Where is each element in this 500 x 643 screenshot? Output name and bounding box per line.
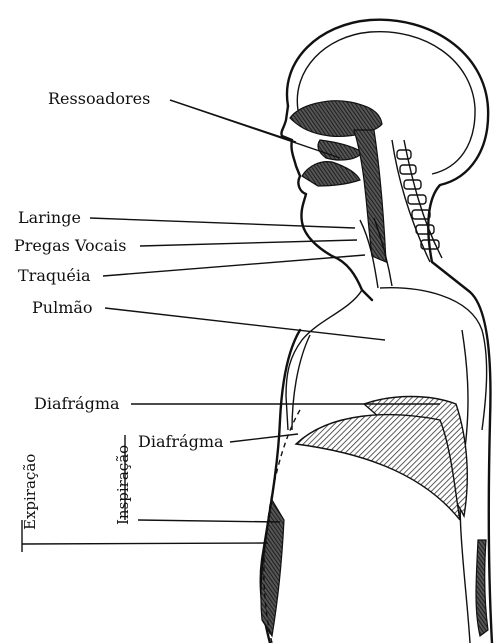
resonators-area <box>290 101 386 262</box>
spine <box>392 140 442 262</box>
label-expiracao: Expiração <box>21 454 39 530</box>
label-diafragma-expiracao: Diafrágma <box>34 394 120 413</box>
abdomen-front <box>261 500 488 636</box>
label-ressoadores: Ressoadores <box>48 89 150 108</box>
diaphragm-lower <box>296 415 460 520</box>
label-pulmao: Pulmão <box>32 298 93 317</box>
label-diafragma-inspiracao: Diafrágma <box>138 432 224 451</box>
label-inspiracao: Inspiração <box>114 445 132 525</box>
label-traqueia: Traquéia <box>18 266 91 285</box>
label-laringe: Laringe <box>18 208 81 227</box>
label-pregas-vocais: Pregas Vocais <box>14 236 127 255</box>
